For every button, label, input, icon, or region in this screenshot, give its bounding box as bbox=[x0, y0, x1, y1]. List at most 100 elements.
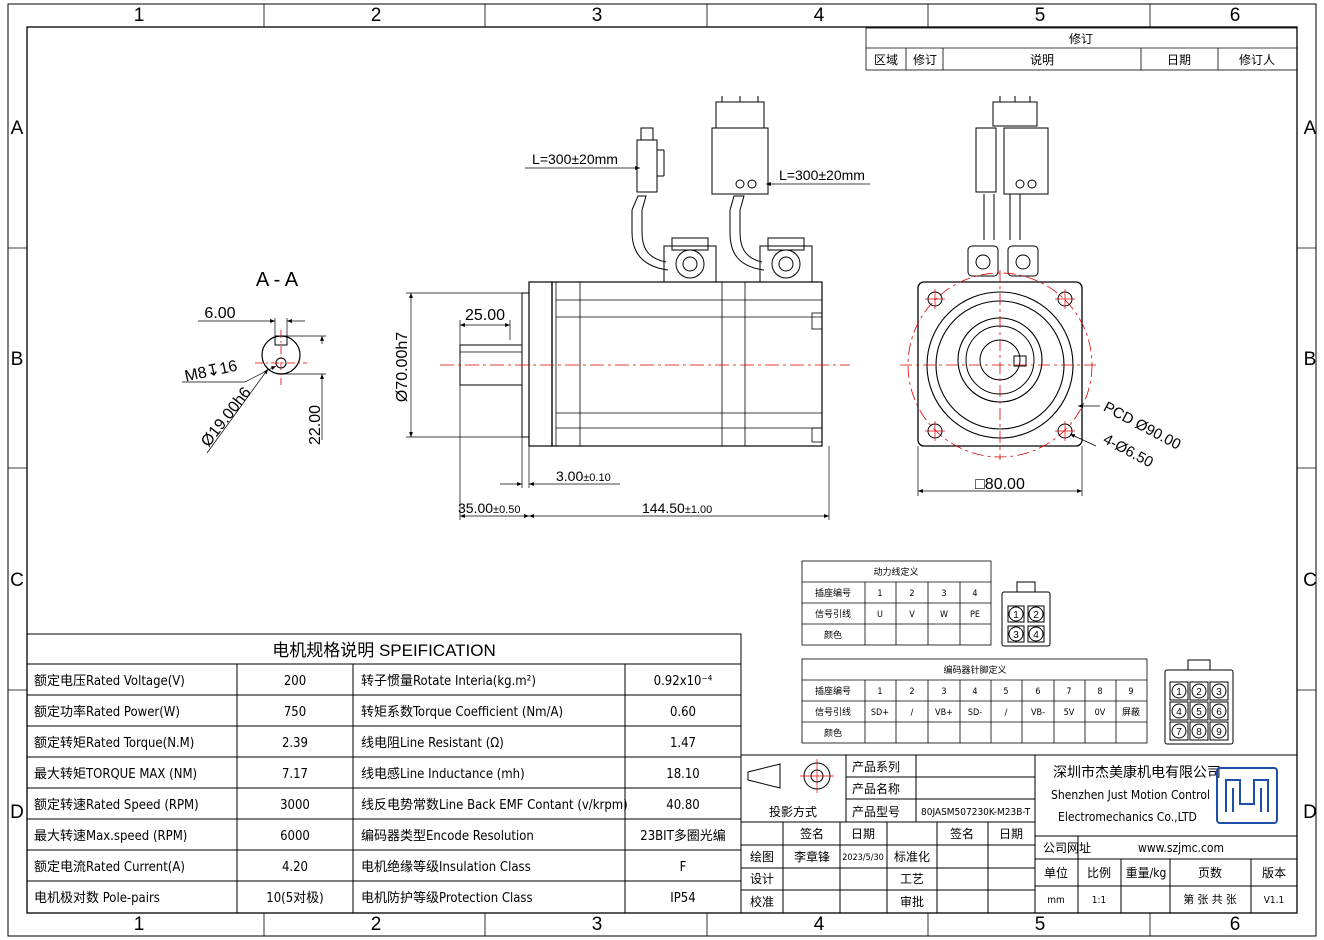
row-label: A bbox=[11, 118, 24, 139]
svg-text:签名: 签名 bbox=[800, 826, 824, 841]
svg-text:F: F bbox=[680, 860, 687, 875]
svg-text:额定电压Rated Voltage(V): 额定电压Rated Voltage(V) bbox=[34, 674, 185, 689]
dim-shaft-length-tol: ±0.50 bbox=[493, 504, 520, 516]
company-logo bbox=[1216, 767, 1278, 824]
col-label: 2 bbox=[371, 914, 382, 935]
svg-text:插座编号: 插座编号 bbox=[815, 685, 851, 697]
svg-text:W: W bbox=[940, 610, 948, 620]
svg-text:2: 2 bbox=[909, 687, 914, 697]
svg-text:电机极对数 Pole-pairs: 电机极对数 Pole-pairs bbox=[34, 891, 160, 906]
svg-text:0.92x10⁻⁴: 0.92x10⁻⁴ bbox=[654, 674, 713, 689]
draw-date: 2023/5/30 bbox=[842, 853, 884, 863]
svg-text:校准: 校准 bbox=[750, 894, 774, 909]
dim-shaft-dia: Ø19.00h6 bbox=[198, 384, 255, 450]
svg-text:比例: 比例 bbox=[1087, 866, 1111, 880]
svg-text:5: 5 bbox=[1196, 707, 1202, 718]
revision-title: 修订 bbox=[1069, 31, 1093, 46]
svg-text:3: 3 bbox=[1013, 630, 1019, 641]
revision-header: 日期 bbox=[1167, 53, 1191, 67]
encoder-connector-icon bbox=[1164, 659, 1234, 745]
svg-text:VB+: VB+ bbox=[935, 708, 953, 718]
svg-text:额定电流Rated Current(A): 额定电流Rated Current(A) bbox=[34, 860, 185, 875]
svg-text:页数: 页数 bbox=[1198, 865, 1222, 880]
svg-text:转子惯量Rotate Interia(kg.m²): 转子惯量Rotate Interia(kg.m²) bbox=[361, 673, 536, 689]
svg-text:4: 4 bbox=[972, 589, 977, 599]
svg-text:审批: 审批 bbox=[900, 894, 924, 909]
company-cn: 深圳市杰美康机电有限公司 bbox=[1053, 764, 1221, 781]
svg-text:0.60: 0.60 bbox=[670, 705, 696, 720]
svg-text:mm: mm bbox=[1047, 895, 1065, 906]
svg-text:/: / bbox=[911, 708, 914, 718]
dim-key-width: 6.00 bbox=[204, 305, 235, 322]
svg-text:最大转矩TORQUE MAX (NM): 最大转矩TORQUE MAX (NM) bbox=[34, 767, 197, 782]
svg-text:V: V bbox=[909, 610, 915, 620]
product-model-value: 80JASM507230K-M23B-T bbox=[921, 807, 1031, 818]
svg-text:1:1: 1:1 bbox=[1092, 895, 1106, 906]
svg-text:3.00±0.10: 3.00±0.10 bbox=[556, 468, 611, 484]
svg-text:版本: 版本 bbox=[1262, 866, 1286, 880]
col-label: 5 bbox=[1035, 914, 1046, 935]
power-connector-icon bbox=[1001, 581, 1051, 647]
revision-header: 说明 bbox=[1030, 52, 1054, 67]
svg-text:绘图: 绘图 bbox=[750, 849, 774, 864]
svg-text:7: 7 bbox=[1176, 727, 1182, 738]
svg-text:第 张 共 张: 第 张 共 张 bbox=[1183, 892, 1236, 906]
svg-text:产品名称: 产品名称 bbox=[852, 781, 900, 796]
svg-text:重量/kg: 重量/kg bbox=[1126, 866, 1167, 880]
svg-text:9: 9 bbox=[1128, 687, 1133, 697]
dim-square: □80.00 bbox=[975, 476, 1025, 493]
power-table-title: 动力线定义 bbox=[873, 566, 918, 578]
cable-length-right: L=300±20mm bbox=[779, 167, 865, 183]
row-label: D bbox=[10, 802, 24, 823]
svg-text:4: 4 bbox=[1033, 630, 1039, 641]
projection-label: 投影方式 bbox=[769, 804, 817, 819]
svg-text:6000: 6000 bbox=[280, 829, 310, 844]
svg-text:屏蔽: 屏蔽 bbox=[1122, 706, 1140, 718]
svg-text:8: 8 bbox=[1097, 687, 1102, 697]
front-view: PCD Ø90.00 4-Ø6.50 □80.00 bbox=[900, 96, 1184, 496]
title-block: 投影方式 产品系列 产品名称 产品型号 80JASM507230K-M23B-T… bbox=[740, 754, 1298, 914]
row-label: B bbox=[11, 349, 24, 370]
svg-text:额定功率Rated Power(W): 额定功率Rated Power(W) bbox=[34, 704, 180, 720]
dim-key-length: 25.00 bbox=[465, 307, 505, 324]
website: www.szjmc.com bbox=[1138, 841, 1224, 855]
svg-text:23BIT多圈光编: 23BIT多圈光编 bbox=[640, 828, 726, 844]
svg-text:签名: 签名 bbox=[950, 826, 974, 841]
col-label: 1 bbox=[134, 914, 145, 935]
svg-text:线电阻Line Resistant (Ω): 线电阻Line Resistant (Ω) bbox=[361, 736, 504, 751]
svg-text:5: 5 bbox=[1003, 687, 1008, 697]
dim-thread: M8↧16 bbox=[183, 358, 239, 386]
svg-text:18.10: 18.10 bbox=[666, 767, 699, 782]
row-label: B bbox=[1304, 349, 1317, 370]
svg-text:V1.1: V1.1 bbox=[1264, 895, 1284, 906]
svg-text:产品型号: 产品型号 bbox=[852, 805, 900, 819]
svg-text:1: 1 bbox=[877, 687, 882, 697]
encoder-table-title: 编码器针脚定义 bbox=[943, 664, 1006, 676]
svg-text:电机绝缘等级Insulation Class: 电机绝缘等级Insulation Class bbox=[361, 859, 531, 875]
svg-text:5V: 5V bbox=[1064, 708, 1075, 718]
svg-text:144.50±1.00: 144.50±1.00 bbox=[642, 500, 712, 516]
svg-text:3: 3 bbox=[941, 589, 946, 599]
col-label: 6 bbox=[1230, 5, 1241, 26]
encoder-pin-table: 编码器针脚定义 插座编号 1 2 3 4 5 6 7 8 9 信号引线 SD+ … bbox=[801, 658, 1234, 745]
svg-text:2: 2 bbox=[909, 589, 914, 599]
svg-text:线电感Line Inductance (mh): 线电感Line Inductance (mh) bbox=[361, 766, 525, 782]
svg-text:插座编号: 插座编号 bbox=[815, 587, 851, 599]
svg-text:7: 7 bbox=[1066, 687, 1071, 697]
cable-length-left: L=300±20mm bbox=[532, 151, 618, 167]
svg-text:信号引线: 信号引线 bbox=[815, 706, 851, 718]
svg-text:2.39: 2.39 bbox=[282, 736, 308, 751]
col-label: 4 bbox=[814, 5, 825, 26]
svg-text:0V: 0V bbox=[1095, 708, 1106, 718]
svg-text:日期: 日期 bbox=[851, 827, 875, 841]
svg-text:SD+: SD+ bbox=[871, 708, 889, 718]
svg-text:日期: 日期 bbox=[999, 827, 1023, 841]
svg-text:额定转速Rated Speed (RPM): 额定转速Rated Speed (RPM) bbox=[34, 798, 199, 813]
revision-header: 修订人 bbox=[1239, 52, 1275, 67]
col-label: 6 bbox=[1230, 914, 1241, 935]
revision-header: 修订 bbox=[913, 52, 937, 67]
svg-text:2: 2 bbox=[1196, 687, 1202, 698]
svg-text:9: 9 bbox=[1216, 727, 1222, 738]
svg-text:设计: 设计 bbox=[750, 872, 774, 886]
